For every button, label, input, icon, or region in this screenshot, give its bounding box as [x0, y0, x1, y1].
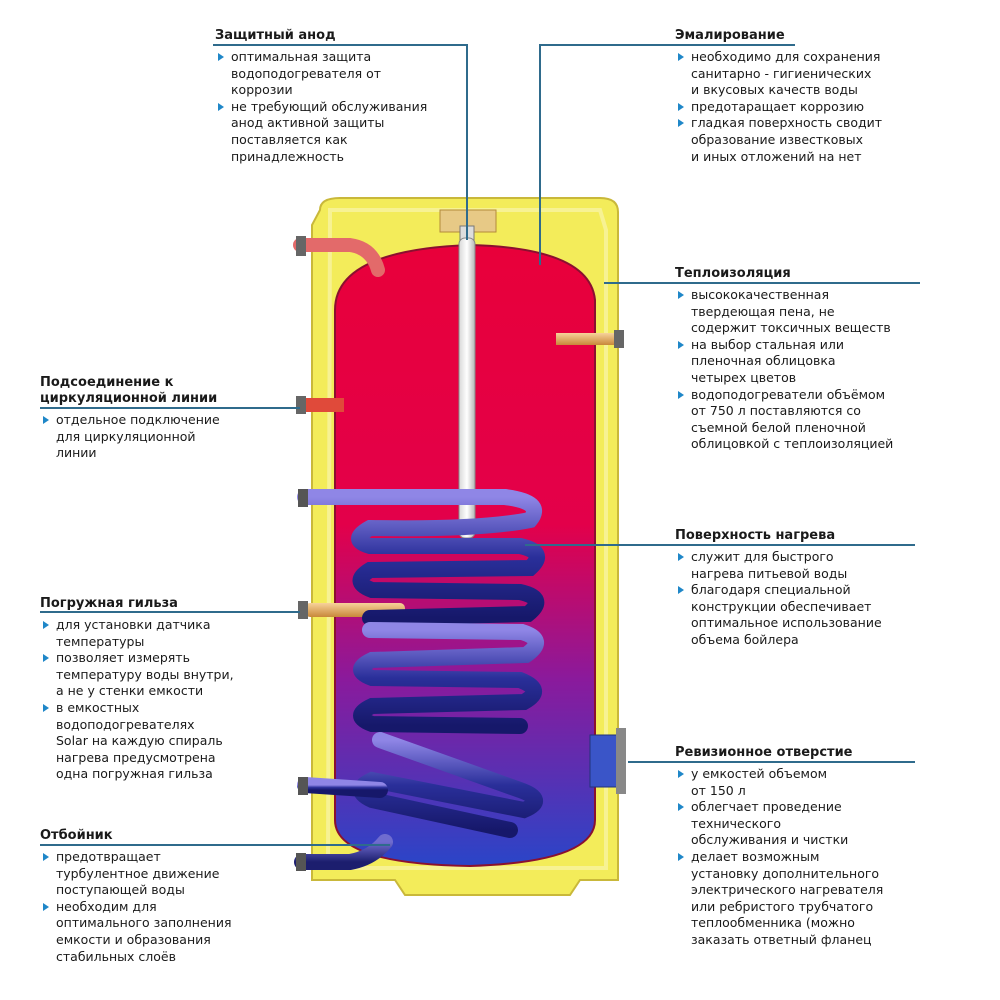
revision-flange [589, 734, 621, 788]
list-item: предотаращает коррозию [675, 99, 925, 116]
list-item: необходим для оптимального заполнения ем… [40, 899, 290, 965]
list-item: необходимо для сохранения санитарно - ги… [675, 49, 925, 99]
list-item: высококачественная твердеющая пена, не с… [675, 287, 935, 337]
list-item: облегчает проведение технического обслуж… [675, 799, 935, 849]
callout-revision: Ревизионное отверстие у емкостей объемом… [675, 745, 935, 949]
callout-heating-surface: Поверхность нагрева служит для быстрого … [675, 528, 925, 649]
circulation-connection [302, 398, 344, 412]
heating-coil [297, 489, 545, 838]
callout-circulation-title: Подсоединение к циркуляционной линии [40, 375, 218, 406]
list-item: для установки датчика температуры [40, 617, 290, 650]
callout-revision-title: Ревизионное отверстие [675, 745, 853, 760]
callout-baffle-title: Отбойник [40, 828, 113, 843]
list-item: не требующий обслуживания анод активной … [215, 99, 465, 165]
list-item: гладкая поверхность сводит образование и… [675, 115, 925, 165]
list-item: отдельное подключение для циркуляционной… [40, 412, 290, 462]
callout-anode-title: Защитный анод [215, 28, 336, 43]
list-item: водоподогреватели объёмом от 750 л поста… [675, 387, 935, 453]
list-item: благодаря специальной конструкции обеспе… [675, 582, 925, 648]
list-item: у емкостей объемом от 150 л [675, 766, 935, 799]
list-item: оптимальная защита водоподогревателя от … [215, 49, 465, 99]
callout-circulation: Подсоединение к циркуляционной линии отд… [40, 375, 290, 462]
callout-sleeve-title: Погружная гильза [40, 596, 178, 611]
list-item: в емкостных водоподогревателях Solar на … [40, 700, 290, 783]
list-item: служит для быстрого нагрева питьевой вод… [675, 549, 925, 582]
list-item: делает возможным установку дополнительно… [675, 849, 935, 949]
callout-enamel-title: Эмалирование [675, 28, 785, 43]
callout-baffle: Отбойник предотвращает турбулентное движ… [40, 828, 290, 965]
callout-heating-surface-title: Поверхность нагрева [675, 528, 836, 543]
leader-lines [40, 44, 920, 846]
callout-insulation: Теплоизоляция высококачественная твердею… [675, 266, 935, 453]
callout-enamel: Эмалирование необходимо для сохранения с… [675, 28, 925, 165]
hot-water-outlet [293, 238, 385, 277]
callout-anode: Защитный анод оптимальная защита водопод… [215, 28, 465, 165]
list-item: предотвращает турбулентное движение пост… [40, 849, 290, 899]
list-item: позволяет измерять температуру воды внут… [40, 650, 290, 700]
right-sleeve [556, 333, 616, 345]
list-item: на выбор стальная или пленочная облицовк… [675, 337, 935, 387]
callout-sleeve: Погружная гильза для установки датчика т… [40, 596, 290, 783]
callout-insulation-title: Теплоизоляция [675, 266, 791, 281]
